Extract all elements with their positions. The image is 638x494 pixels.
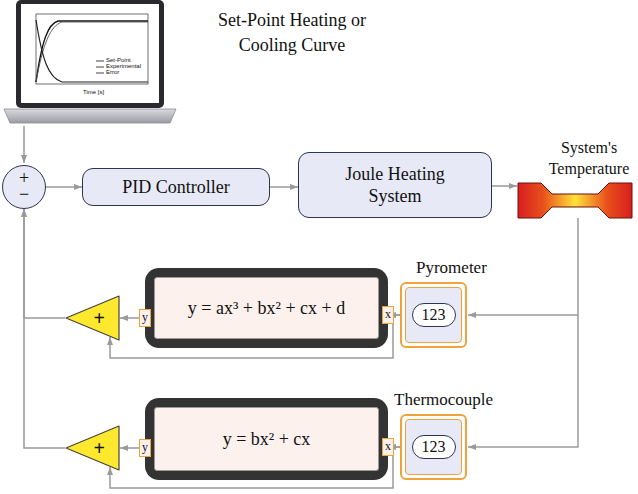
heating-wire [492,185,517,187]
polynomial-block: y = bx² + cx [145,398,388,480]
triangle-shape [66,296,119,340]
temperature-wire [468,314,578,316]
sign-text: + [89,307,109,329]
signal-label: System's Temperature [542,137,636,179]
port-label: x [382,306,394,324]
port-label: y [139,309,151,327]
signal-connector [24,209,65,448]
formula-text: y = bx² + cx [223,428,311,450]
sensor-name: Pyrometer [416,258,487,278]
sensor-box: Thermocouple123 [400,414,467,480]
triangle-outline [65,425,120,471]
laptop-display [21,4,159,103]
chart-axes [36,14,148,84]
experimental-curve [36,22,148,82]
sensor-face: 123 [405,419,462,475]
sign-text: − [3,185,45,203]
legend-samples [96,61,104,73]
box-label: Joule Heating System [333,163,457,207]
laptop-screen-frame [16,0,164,108]
formula-panel: y = bx² + cx [154,407,379,471]
laptop-icon [4,0,176,123]
dogbone-specimen [518,183,632,218]
error-curve [36,20,148,82]
port-label: y [139,439,151,457]
setpoint-wire [23,126,25,163]
specimen-illustration [518,183,632,218]
sensor-name: Thermocouple [394,390,493,410]
readout-display: 123 [412,303,456,327]
formula-text: y = ax³ + bx² + cx + d [188,297,345,319]
triangle-shape [66,426,119,470]
triangle-outline [65,295,120,341]
figure-title: Set-Point Heating or Cooling Curve [214,8,370,58]
adder-triangle: + [65,425,120,471]
legend-text: Experimental [106,63,141,70]
formula-panel: y = ax³ + bx² + cx + d [154,277,379,339]
sensor-box: Pyrometer123 [400,282,467,348]
legend-text: Set-Point [106,57,131,64]
polynomial-block: y = ax³ + bx² + cx + d [145,268,388,348]
port-label: x [382,438,394,456]
temperature-wire [468,218,578,447]
sensor-face: 123 [405,287,462,343]
readout-display: 123 [412,435,456,459]
process-box: Joule Heating System [298,152,492,218]
signal-connector [24,209,65,318]
signal-connector [46,186,82,188]
signal-connector [270,186,298,188]
set-point-curve [36,21,148,82]
summing-junction: +− [2,165,46,209]
laptop-base [4,109,176,123]
adder-triangle: + [65,295,120,341]
process-box: PID Controller [82,168,270,206]
sign-text: + [89,437,109,459]
box-label: PID Controller [122,176,230,198]
axis-label: Time [s] [83,89,104,96]
legend-text: Error [106,69,119,76]
